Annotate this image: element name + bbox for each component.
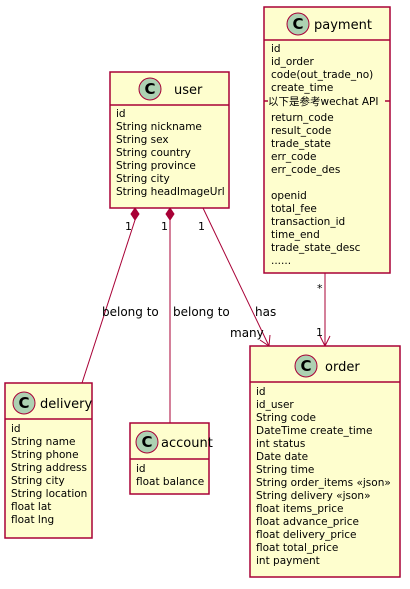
relation-line: [202, 207, 270, 347]
class-icon-glyph: C: [141, 433, 152, 451]
attribute: float lng: [11, 514, 54, 526]
attributes-delivery: id String name String phone String addre…: [11, 423, 87, 526]
attribute: transaction_id: [271, 216, 345, 228]
attribute: create_time: [271, 82, 333, 94]
attribute: id: [271, 43, 281, 55]
composition-diamond: [165, 207, 175, 221]
attribute: String headImageUrl: [116, 186, 225, 198]
attribute: float balance: [136, 476, 204, 488]
relation-user-order: 1 has many: [198, 207, 276, 347]
multiplicity-user: 1: [198, 220, 205, 233]
attribute: String country: [116, 147, 191, 159]
attribute: String sex: [116, 134, 169, 146]
attribute: ......: [271, 255, 291, 267]
attribute: id_user: [256, 399, 294, 411]
class-icon: [286, 12, 310, 36]
attribute: String phone: [11, 449, 79, 461]
attribute: int status: [256, 438, 305, 450]
class-delivery: C delivery id String name String phone S…: [4, 382, 93, 539]
attribute: int payment: [256, 555, 320, 567]
attribute: id: [136, 463, 146, 475]
attribute: String city: [11, 475, 65, 487]
attribute: total_fee: [271, 203, 317, 215]
attribute: String location: [11, 488, 87, 500]
attribute: float lat: [11, 501, 51, 513]
attribute: String name: [11, 436, 75, 448]
class-box: [109, 71, 230, 209]
attribute: err_code: [271, 151, 316, 163]
class-user: C user id String nickname String sex Str…: [109, 71, 230, 209]
attributes-user: id String nickname String sex String cou…: [116, 108, 225, 198]
class-box: [263, 6, 391, 274]
attribute: String nickname: [116, 121, 202, 133]
attribute: code(out_trade_no): [271, 69, 373, 81]
multiplicity-order: 1: [316, 326, 323, 339]
attribute: String city: [116, 173, 170, 185]
attribute: String code: [256, 412, 316, 424]
section-note: 以下是参考wechat API: [268, 95, 378, 108]
relation-label: belong to: [102, 305, 159, 319]
attribute: return_code: [271, 112, 334, 124]
composition-diamond: [130, 207, 140, 221]
class-name: payment: [314, 18, 372, 33]
attribute: trade_state: [271, 138, 331, 150]
relation-label: has: [255, 305, 276, 319]
attribute: Date date: [256, 451, 308, 463]
relation-payment-order: * 1: [316, 273, 331, 348]
attribute: String province: [116, 160, 196, 172]
attributes-payment: id id_order code(out_trade_no) create_ti…: [271, 43, 373, 94]
class-payment: C payment id id_order code(out_trade_no)…: [263, 6, 391, 274]
attribute: String time: [256, 464, 314, 476]
attribute: time_end: [271, 229, 320, 241]
relation-user-account: 1 belong to: [161, 207, 230, 423]
class-box: [249, 345, 401, 578]
attribute: String address: [11, 462, 87, 474]
multiplicity-user: 1: [161, 220, 168, 233]
attribute: String delivery «json»: [256, 490, 371, 502]
attribute: String order_items «json»: [256, 477, 391, 489]
multiplicity-payment: *: [317, 282, 323, 295]
attribute: id_order: [271, 56, 315, 68]
attribute: openid: [271, 190, 307, 202]
class-account: C account id float balance: [129, 422, 213, 495]
attributes-account: id float balance: [136, 463, 204, 488]
class-icon-glyph: C: [292, 15, 303, 33]
class-icon: [294, 354, 318, 378]
class-name: delivery: [40, 397, 93, 412]
class-name: account: [161, 436, 213, 451]
attribute: float advance_price: [256, 516, 359, 528]
class-order: C order id id_user String code DateTime …: [249, 345, 401, 578]
class-name: user: [174, 83, 203, 98]
class-icon: [138, 77, 162, 101]
attribute: DateTime create_time: [256, 425, 372, 437]
attributes-payment-wechat: return_code result_code trade_state err_…: [271, 112, 361, 267]
attribute: float delivery_price: [256, 529, 356, 541]
relation-line: [81, 219, 136, 384]
class-icon-glyph: C: [300, 357, 311, 375]
attribute: trade_state_desc: [271, 242, 361, 254]
relation-label: belong to: [173, 305, 230, 319]
multiplicity-user: 1: [125, 220, 132, 233]
attribute: id: [256, 386, 266, 398]
attribute: result_code: [271, 125, 331, 137]
attribute: float items_price: [256, 503, 344, 515]
attribute: id: [116, 108, 126, 120]
attributes-order: id id_user String code DateTime create_t…: [256, 386, 391, 567]
class-icon: [135, 430, 159, 454]
class-name: order: [325, 360, 360, 375]
attribute: float total_price: [256, 542, 338, 554]
class-icon-glyph: C: [144, 80, 155, 98]
attribute: id: [11, 423, 21, 435]
class-icon-glyph: C: [18, 394, 29, 412]
class-icon: [12, 391, 36, 415]
attribute: err_code_des: [271, 164, 340, 176]
section-divider: 以下是参考wechat API: [264, 95, 390, 108]
relation-user-delivery: 1 belong to: [81, 207, 159, 384]
multiplicity-order: many: [230, 326, 264, 340]
